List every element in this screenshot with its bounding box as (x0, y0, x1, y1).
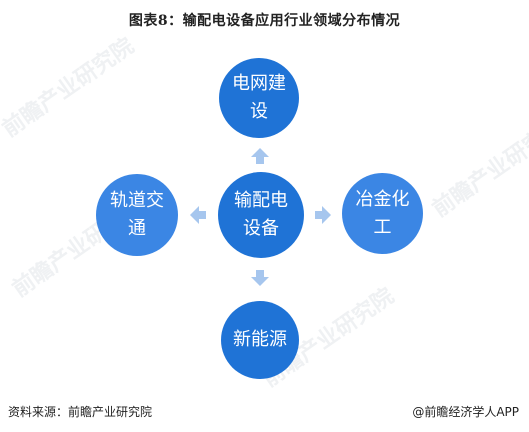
node-rail-transit: 轨道交 通 (96, 174, 178, 256)
arrow-left-icon (190, 206, 206, 224)
arrow-up-icon (251, 148, 269, 164)
node-label-line: 新能源 (233, 329, 287, 350)
node-new-energy: 新能源 (221, 301, 299, 379)
node-label-line: 通 (128, 218, 146, 239)
node-power-grid-construction: 电网建 设 (219, 58, 299, 138)
node-label-line: 输配电 (234, 190, 288, 211)
source-note: 资料来源：前瞻产业研究院 (8, 405, 153, 419)
node-power-equipment: 输配电 设备 (218, 172, 304, 258)
brand-credit: @前瞻经济学人APP (412, 405, 519, 419)
node-label-line: 电网建 (232, 73, 286, 94)
arrow-right-icon (315, 206, 331, 224)
node-label-line: 轨道交 (110, 190, 164, 211)
node-label-line: 设备 (243, 218, 279, 239)
node-label-line: 工 (373, 216, 392, 238)
node-label-line: 冶金化 (355, 188, 410, 210)
arrow-down-icon (251, 270, 269, 286)
chart-title: 图表8：输配电设备应用行业领域分布情况 (128, 13, 401, 29)
node-label-line: 设 (250, 101, 268, 122)
node-metallurgy-chemical: 冶金化 工 (342, 173, 423, 254)
